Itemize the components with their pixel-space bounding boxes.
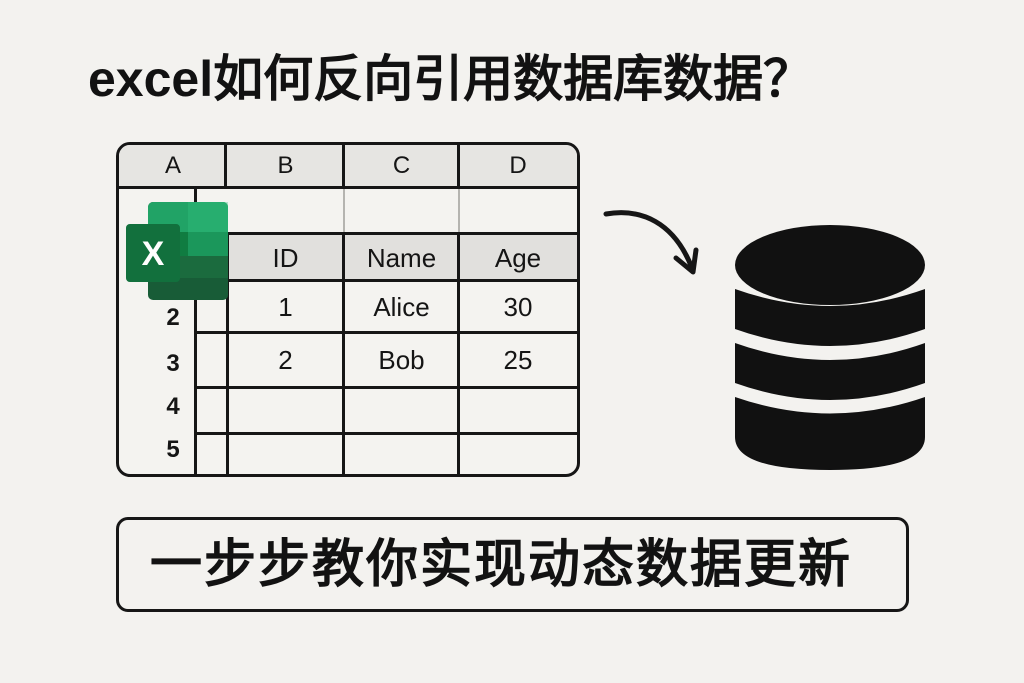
table-cell-name[interactable]: Bob — [378, 345, 425, 375]
row-number-5[interactable]: 5 — [166, 436, 180, 463]
column-header-b[interactable]: B — [227, 145, 344, 189]
curved-arrow-icon — [603, 210, 699, 275]
gridline — [227, 279, 577, 282]
database-icon — [735, 225, 925, 470]
subtitle-banner — [116, 517, 909, 612]
gridline — [342, 145, 345, 189]
column-header-d[interactable]: D — [459, 145, 577, 189]
row-number-2[interactable]: 2 — [166, 304, 180, 331]
gridline — [194, 189, 197, 474]
excel-logo-icon: X — [126, 202, 228, 300]
subtitle-text: 一步步教你实现动态数据更新 — [150, 536, 853, 594]
table-header-age[interactable]: Age — [459, 235, 577, 281]
gridline — [197, 331, 577, 334]
gridline — [342, 233, 345, 474]
column-header-a[interactable]: A — [119, 145, 227, 189]
table-header-id[interactable]: ID — [227, 235, 344, 281]
row-number-4[interactable]: 4 — [166, 393, 180, 420]
spreadsheet-table: A B C D ID Name Age 1 Alice 30 2 Bob 25 … — [116, 142, 580, 477]
gridline — [457, 145, 460, 189]
gridline — [197, 386, 577, 389]
gridline — [197, 432, 577, 435]
gridline — [224, 145, 227, 189]
table-cell-age[interactable]: 25 — [503, 345, 533, 375]
column-header-c[interactable]: C — [344, 145, 459, 189]
gridline — [227, 232, 577, 235]
table-cell-age[interactable]: 30 — [503, 291, 533, 322]
gridline — [458, 189, 460, 233]
table-cell-name[interactable]: Alice — [373, 291, 430, 322]
row-number-3[interactable]: 3 — [166, 350, 180, 377]
page-title: excel如何反向引用数据库数据？ — [88, 51, 814, 107]
gridline — [226, 232, 229, 474]
table-cell-id[interactable]: 2 — [278, 345, 293, 375]
gridline — [343, 189, 345, 233]
table-header-name[interactable]: Name — [344, 235, 459, 281]
svg-text:X: X — [142, 235, 165, 273]
table-cell-id[interactable]: 1 — [278, 291, 293, 322]
gridline — [457, 233, 460, 474]
